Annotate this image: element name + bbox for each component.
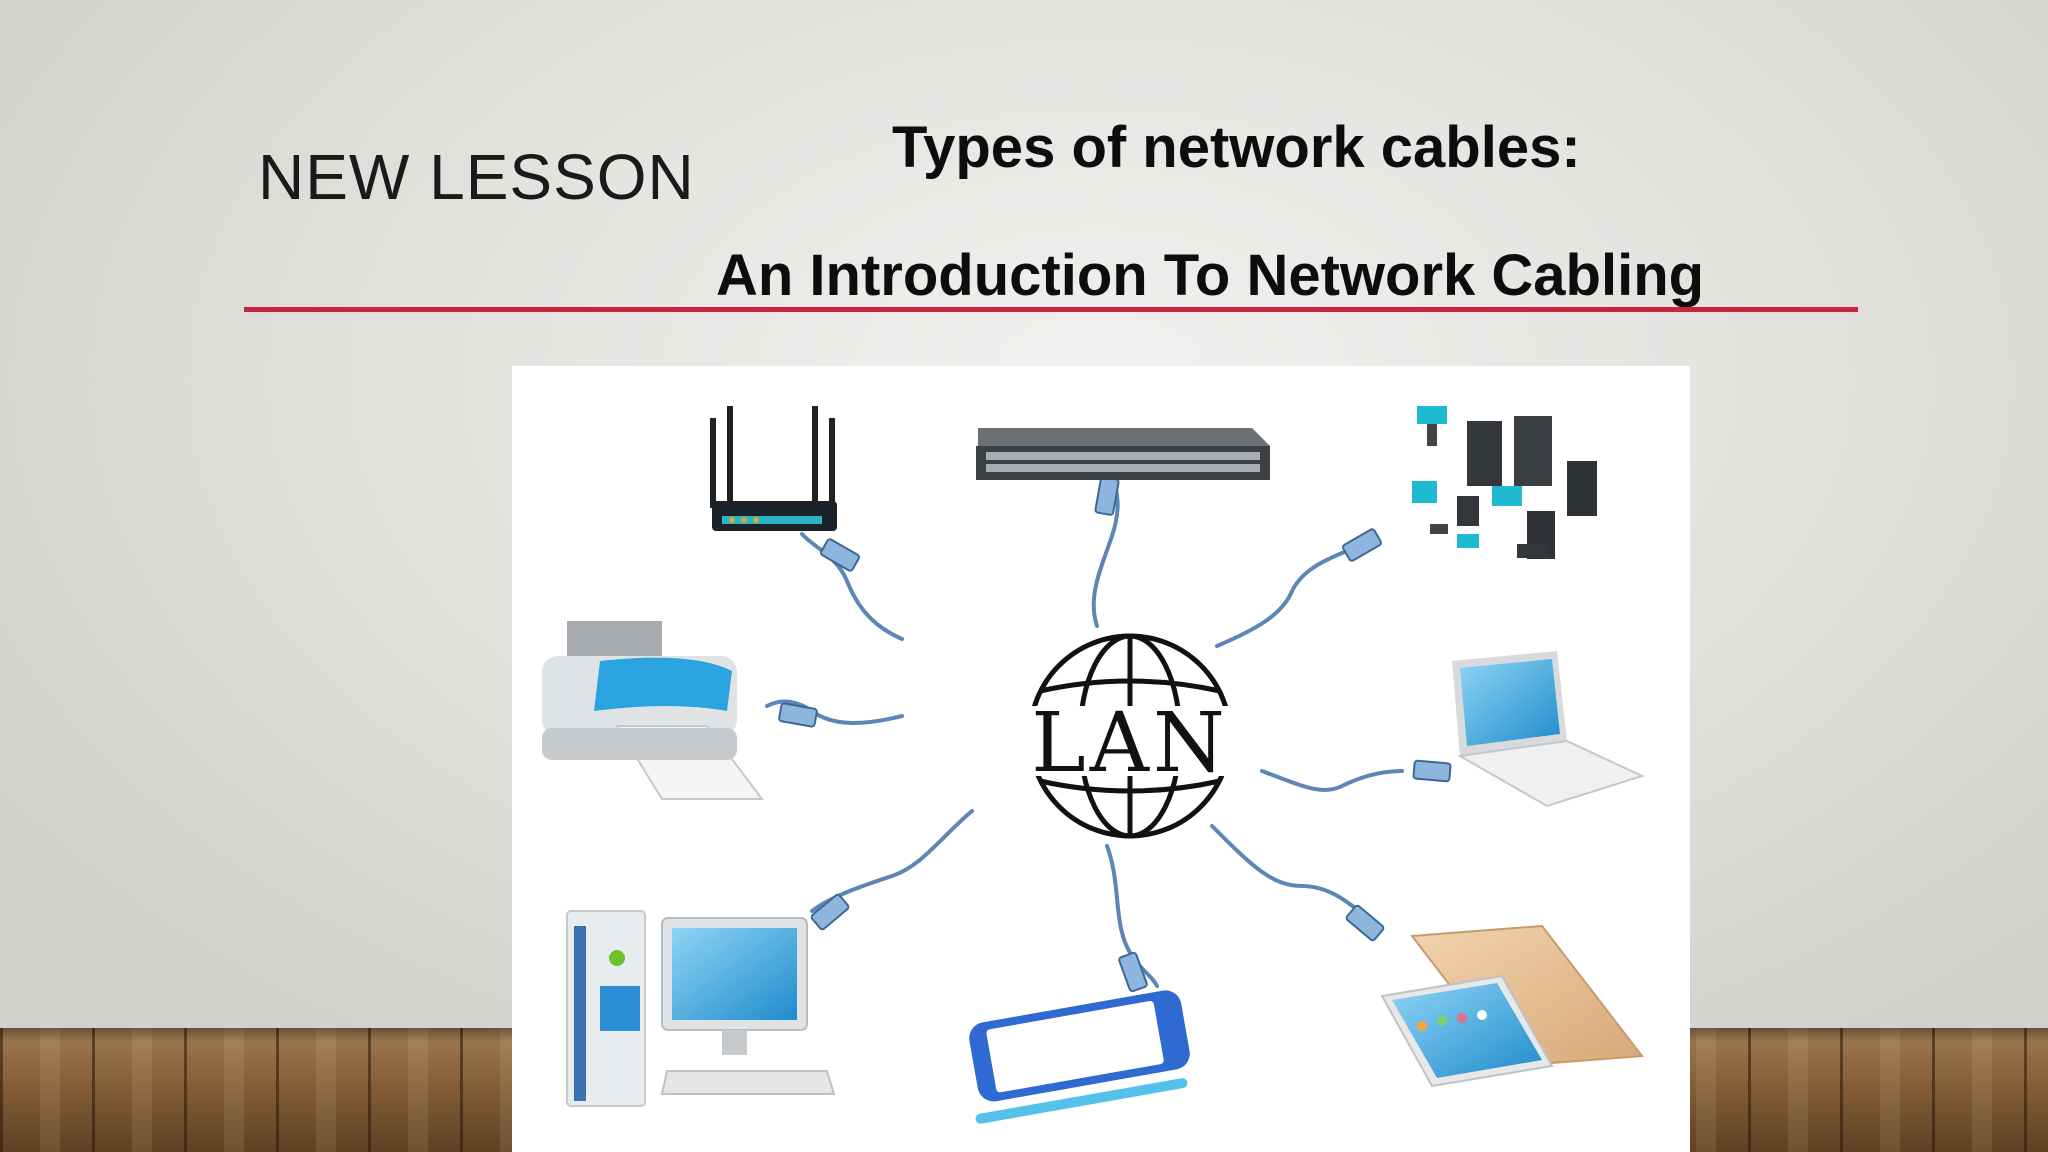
cable-router xyxy=(800,532,904,641)
rj45-connector-icon xyxy=(1412,759,1452,783)
lan-diagram-svg: LAN xyxy=(542,406,1645,1124)
cable-phone xyxy=(1105,844,1159,988)
rj45-connector-icon xyxy=(778,702,818,728)
smartphone-icon xyxy=(969,990,1190,1124)
printer-icon xyxy=(542,621,765,800)
slide-heading: Types of network cables: xyxy=(892,115,1581,180)
server-rack-icon xyxy=(1412,406,1597,559)
tablet-icon xyxy=(1380,924,1644,1088)
rj45-connector-icon xyxy=(1345,904,1385,942)
rj45-connector-icon xyxy=(1118,951,1148,993)
lan-diagram: LAN xyxy=(512,366,1690,1152)
lan-label: LAN xyxy=(1031,696,1228,791)
network-switch-icon xyxy=(976,428,1270,480)
cable-laptop xyxy=(1260,769,1404,793)
desktop-computer-icon xyxy=(566,910,836,1107)
cable-servers xyxy=(1215,549,1349,648)
title-divider xyxy=(244,307,1858,312)
slide-subheading: An Introduction To Network Cabling xyxy=(716,243,1705,308)
router-icon xyxy=(710,406,837,531)
rj45-connector-icon xyxy=(1094,476,1120,516)
rj45-connectors xyxy=(778,476,1452,993)
rj45-connector-icon xyxy=(810,893,850,931)
section-title: NEW LESSON xyxy=(258,141,695,213)
rj45-connector-icon xyxy=(1342,528,1382,562)
rj45-connector-icon xyxy=(820,538,860,572)
laptop-icon xyxy=(1452,651,1645,808)
cable-tablet xyxy=(1210,824,1374,923)
